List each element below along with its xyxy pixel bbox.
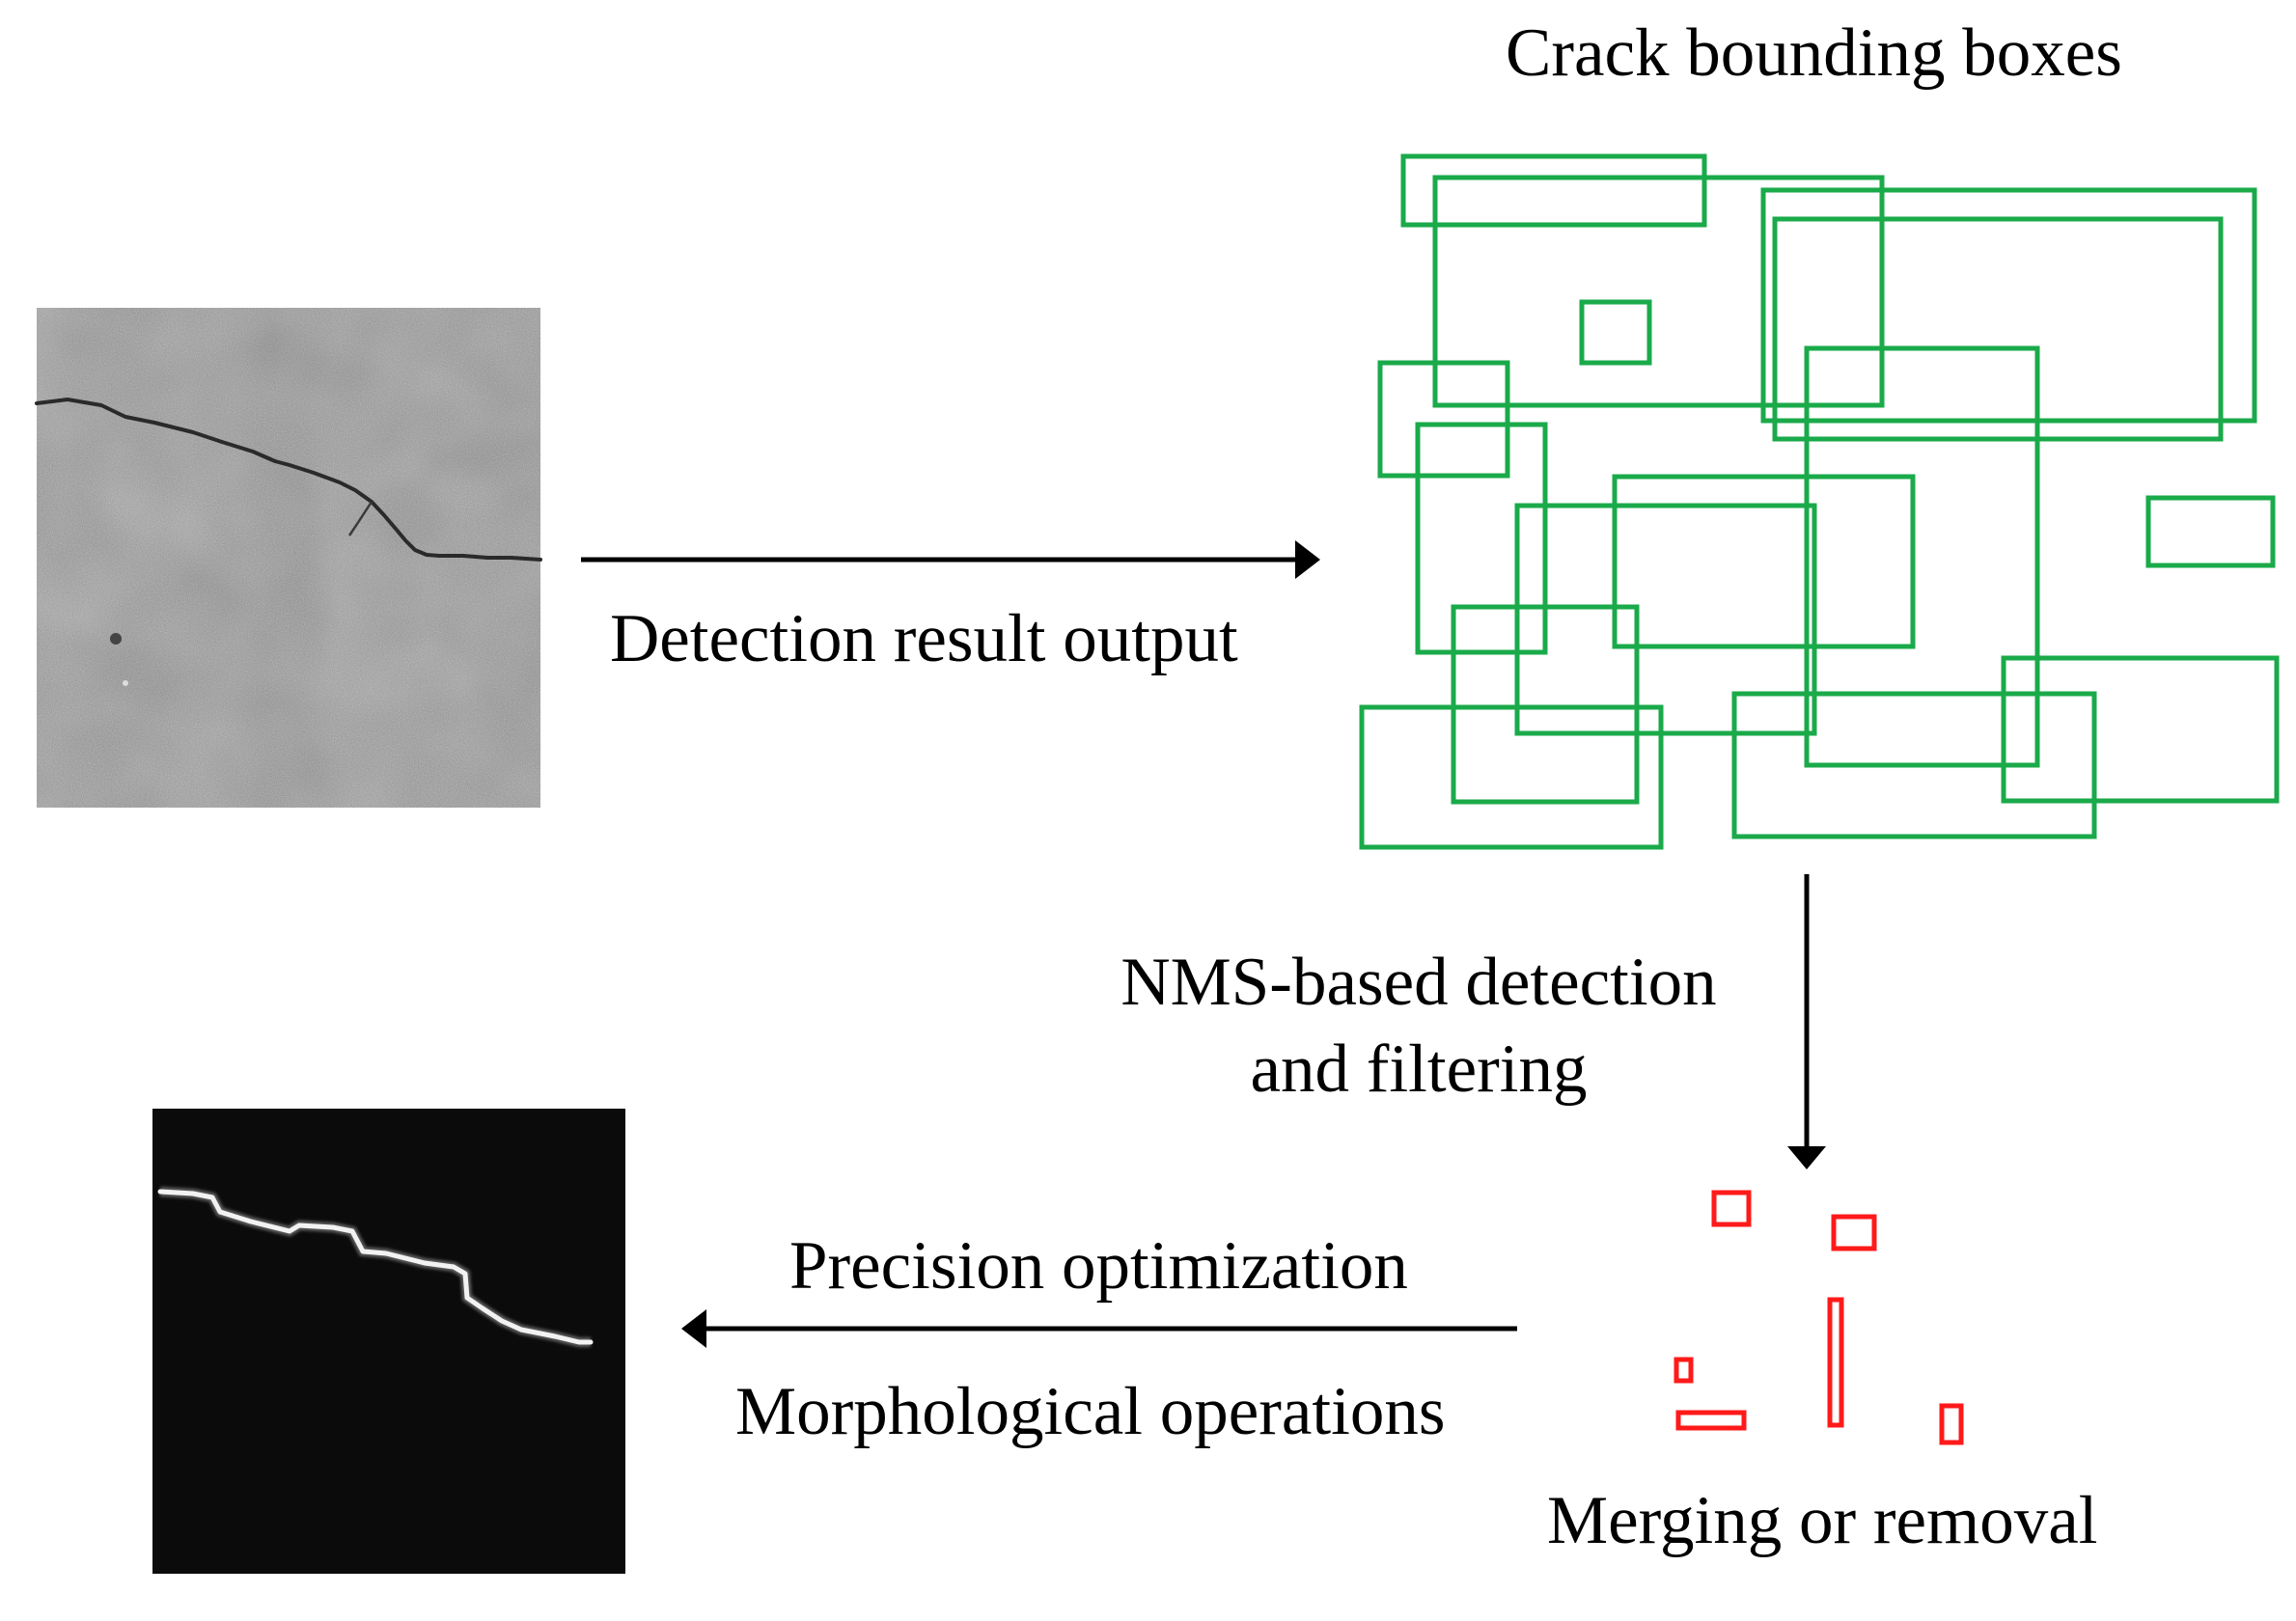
output-crack-mask — [157, 1189, 594, 1345]
bounding-box — [1514, 503, 1817, 736]
input-crack-line — [35, 398, 542, 562]
bounding-box — [1359, 704, 1664, 850]
arrow-detection-output — [581, 540, 1320, 579]
label-precision-optimization: Precision optimization — [789, 1228, 1408, 1304]
label-morphological-operations: Morphological operations — [735, 1374, 1446, 1449]
input-dark-spot — [110, 633, 122, 645]
bounding-box — [1377, 360, 1510, 479]
bounding-box — [1804, 345, 2040, 768]
output-image — [152, 1109, 625, 1574]
bounding-box — [1451, 604, 1640, 805]
input-crack-branch — [347, 501, 373, 536]
filtered-boxes — [1674, 1190, 1964, 1445]
bounding-box — [1772, 216, 2224, 442]
filtered-box — [1711, 1190, 1752, 1227]
bounding-box — [1612, 474, 1916, 649]
bounding-box — [1432, 175, 1885, 408]
input-light-spot — [123, 680, 128, 686]
label-nms-line-1: NMS-based detection — [1120, 945, 1717, 1020]
input-image — [35, 308, 542, 808]
bounding-box — [1415, 422, 1548, 655]
filtered-box — [1831, 1214, 1877, 1251]
filtered-box — [1939, 1403, 1964, 1445]
label-detection-result-output: Detection result output — [610, 601, 1238, 676]
arrow-nms-down — [1787, 874, 1826, 1169]
bounding-box — [1731, 691, 2097, 839]
filtered-box — [1674, 1357, 1694, 1384]
arrow-precision-left — [681, 1309, 1517, 1348]
bounding-box — [1579, 299, 1652, 366]
bounding-box — [1400, 153, 1707, 228]
label-nms-line-2: and filtering — [1250, 1031, 1588, 1107]
bounding-box — [2001, 655, 2280, 804]
output-mask-background — [152, 1109, 625, 1574]
bounding-box — [1760, 187, 2257, 424]
label-merging-or-removal: Merging or removal — [1547, 1483, 2098, 1558]
bounding-box — [2145, 495, 2276, 568]
filtered-box — [1675, 1410, 1747, 1431]
label-crack-bounding-boxes: Crack bounding boxes — [1506, 15, 2122, 91]
crack-bounding-boxes — [1359, 153, 2280, 850]
filtered-box — [1827, 1297, 1844, 1428]
